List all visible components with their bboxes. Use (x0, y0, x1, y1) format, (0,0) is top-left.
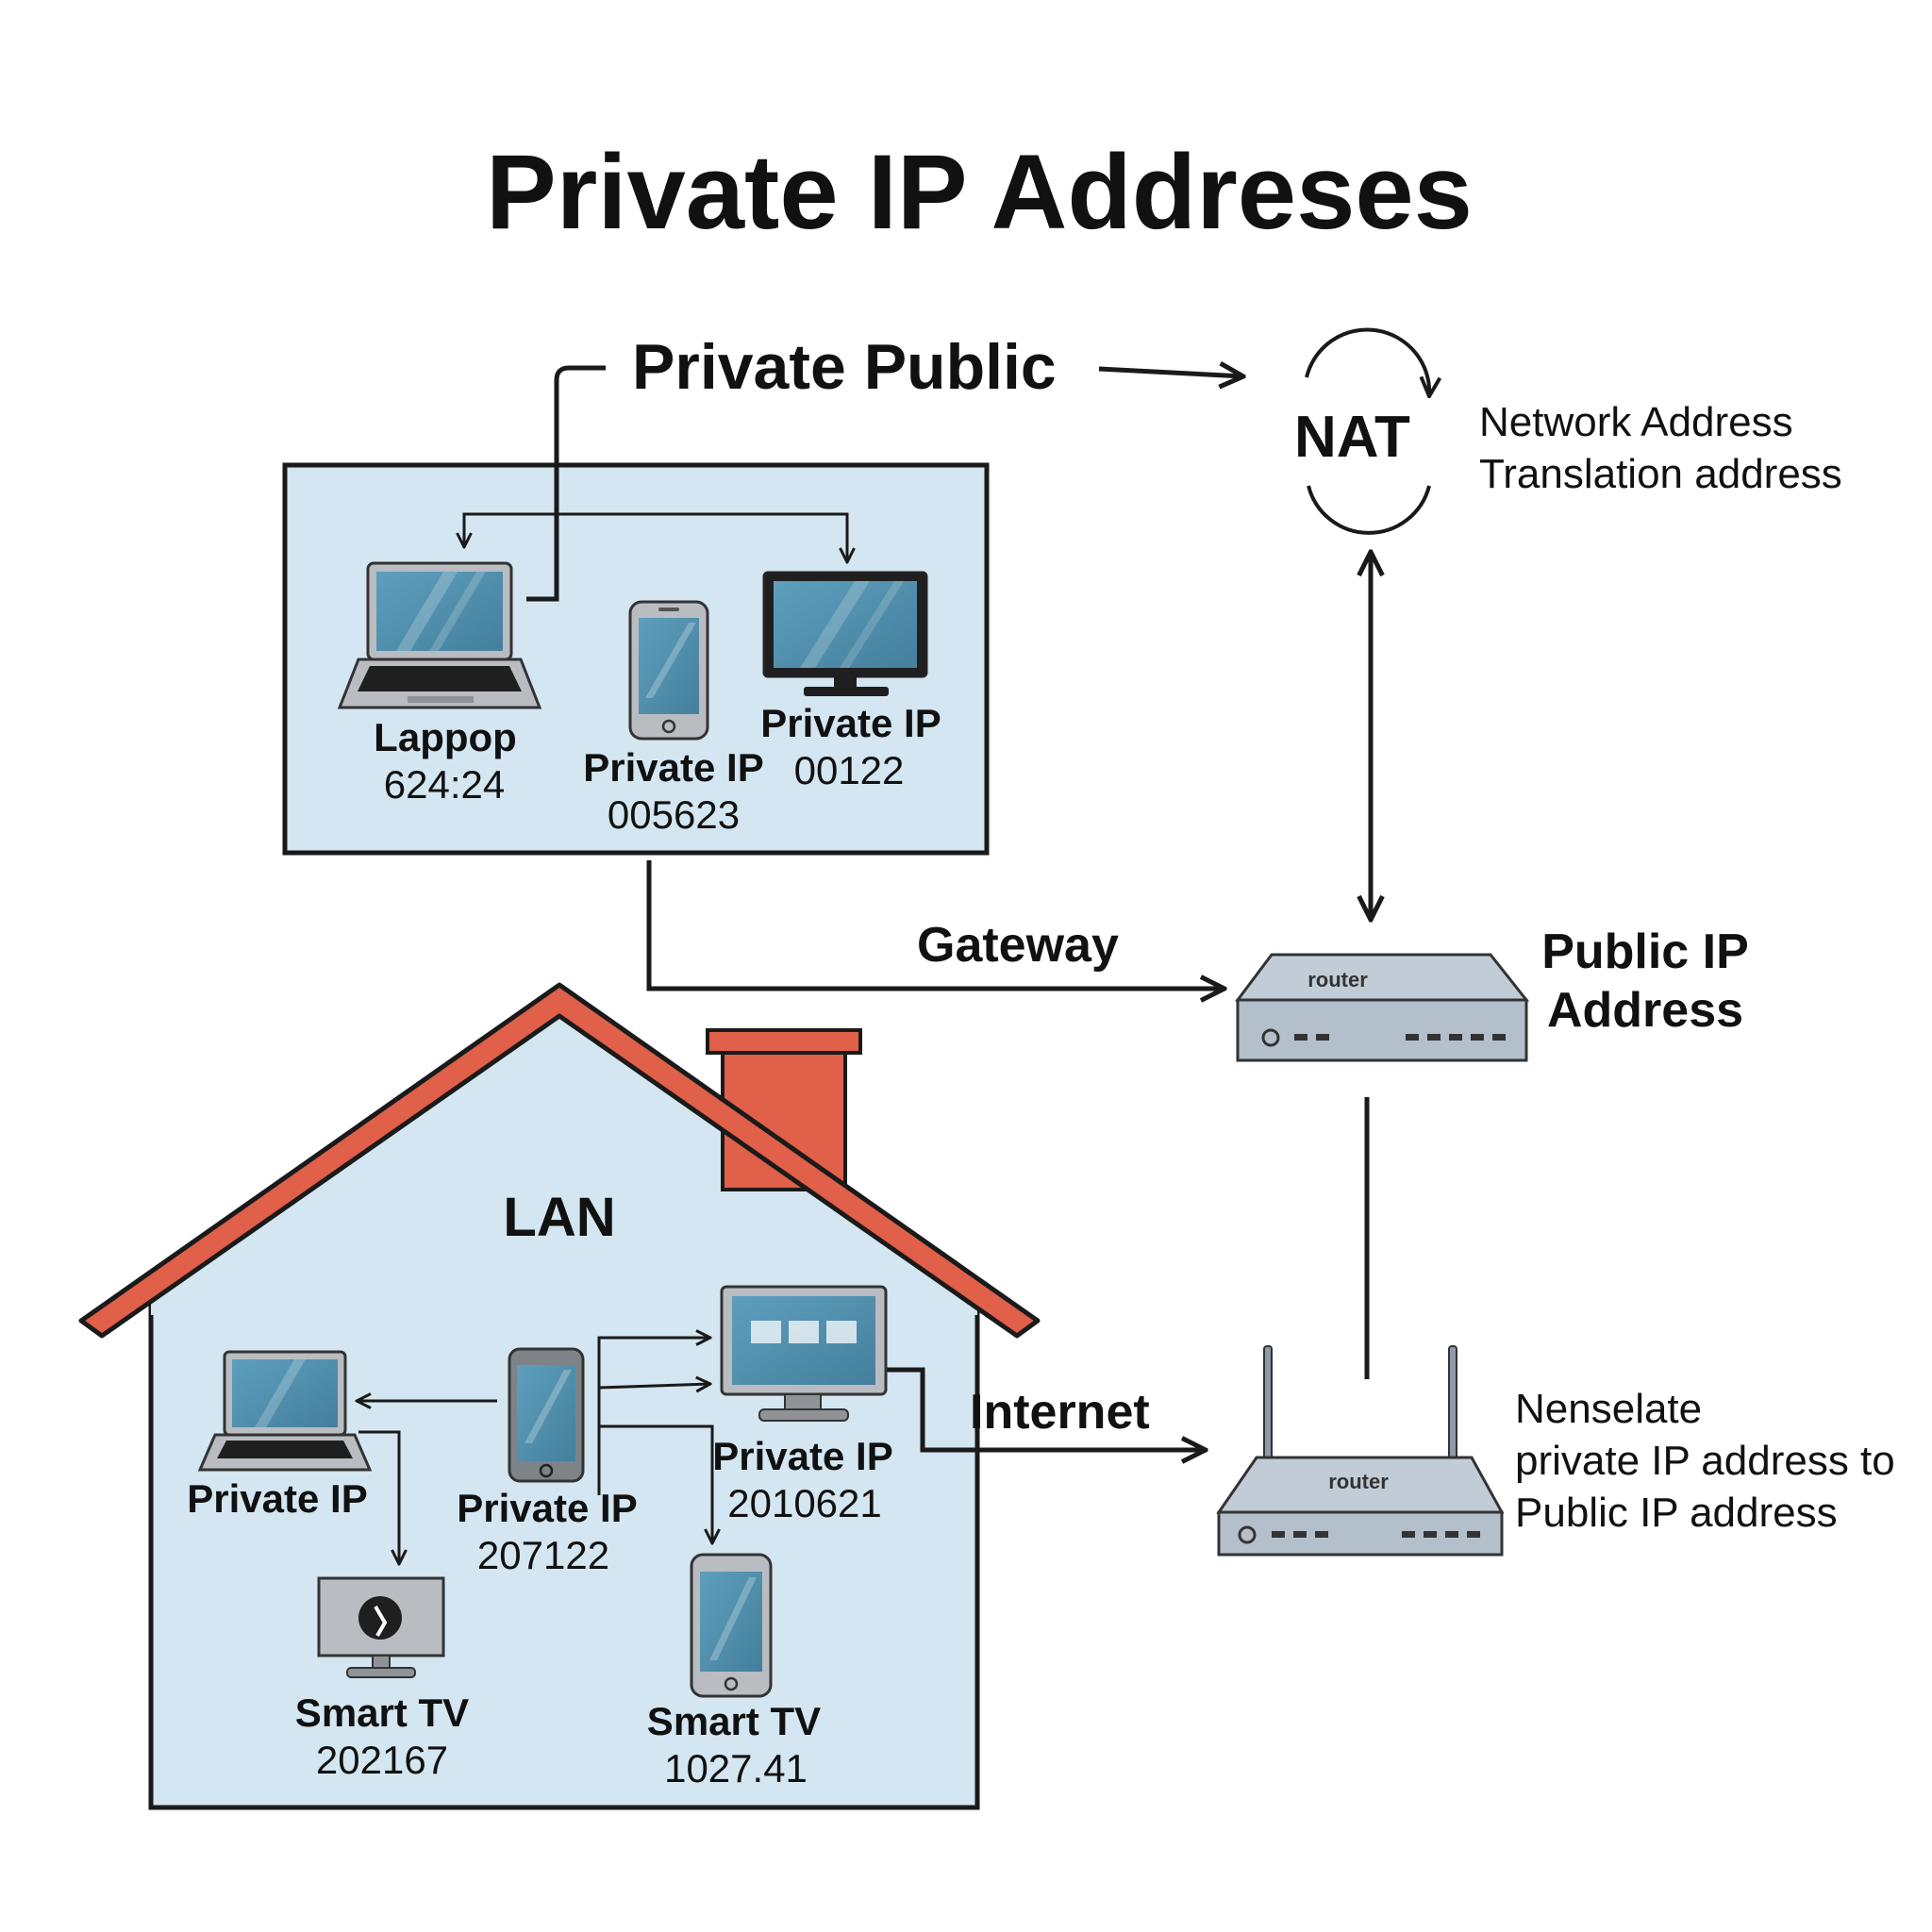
house-phone2-icon (690, 1553, 773, 1698)
top-monitor-label: Private IP (760, 701, 941, 745)
house-phone2-label: Smart TV (646, 1699, 822, 1743)
house-phone2-value: 1027.41 (664, 1746, 808, 1790)
house-monitor-value: 2010621 (727, 1481, 882, 1525)
nat-cycle-icon (1305, 327, 1429, 535)
router-desc-line3: Public IP address (1515, 1490, 1838, 1536)
internet-connector (887, 1367, 1206, 1450)
lan-label: LAN (503, 1187, 616, 1248)
top-laptop-value: 624:24 (383, 762, 506, 807)
top-phone-value: 005623 (607, 792, 741, 837)
nat-desc-line1: Network Address (1479, 399, 1793, 445)
house-tv-value: 202167 (315, 1738, 449, 1782)
house-phone-value: 207122 (476, 1533, 610, 1577)
router-bottom-icon (1216, 1345, 1505, 1557)
house-phone-label: Private IP (457, 1486, 638, 1530)
house-tv-label: Smart TV (294, 1690, 470, 1735)
router-desc-line1: Nenselate (1515, 1386, 1703, 1432)
gateway-connector (646, 860, 1224, 989)
public-ip-line2: Address (1546, 983, 1744, 1039)
laptop-icon (337, 561, 542, 709)
router-bottom-description: Nenselate private IP address to Public I… (1515, 1383, 1895, 1539)
arrow-to-nat (1098, 369, 1243, 376)
top-phone-label: Private IP (583, 745, 764, 790)
house-laptop-label: Private IP (187, 1476, 368, 1521)
page-title: Private IP Addreses (486, 133, 1473, 251)
internet-label: Internet (970, 1385, 1150, 1440)
router-desc-line2: private IP address to (1515, 1438, 1895, 1484)
arrow-phone-to-monitor-1 (597, 1338, 710, 1495)
house-phone-icon (508, 1347, 585, 1483)
nat-desc-line2: Translation address (1479, 451, 1842, 497)
arrow-phone-to-monitor-2 (598, 1384, 710, 1388)
public-ip-address-label: Public IP Address (1541, 923, 1749, 1041)
roof (78, 982, 1041, 1339)
public-ip-line1: Public IP (1541, 924, 1749, 979)
gateway-label: Gateway (917, 918, 1119, 973)
router-bottom-caption: router (1328, 1470, 1389, 1493)
top-laptop-label: Lappop (374, 715, 517, 759)
arrow-laptop-to-tv (358, 1430, 399, 1564)
router-top-caption: router (1307, 968, 1368, 991)
house-laptop-icon (197, 1350, 373, 1472)
nat-label: NAT (1294, 405, 1410, 470)
monitor-icon (762, 571, 928, 696)
house-smart-tv-icon (317, 1576, 445, 1678)
top-monitor-value: 00122 (793, 748, 905, 792)
house-monitor-label: Private IP (712, 1434, 893, 1478)
connector-label-to-laptop (526, 365, 606, 602)
nat-description: Network Address Translation address (1479, 396, 1842, 500)
house-monitor-icon (720, 1285, 888, 1422)
arrow-phone-to-phone2 (599, 1424, 712, 1543)
phone-icon (628, 600, 709, 741)
private-public-label: Private Public (632, 331, 1057, 403)
router-top-icon (1235, 953, 1530, 1062)
